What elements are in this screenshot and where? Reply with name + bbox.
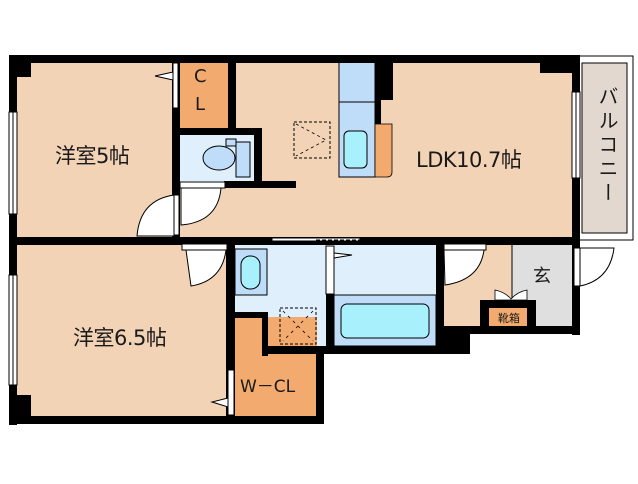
washer-space (279, 307, 317, 345)
shoe-box-label: 靴箱 (498, 312, 520, 325)
shoe-box-shape (489, 308, 527, 326)
western-room-1-label: 洋室5帖 (55, 144, 130, 168)
entrance-label: 玄 (533, 266, 551, 287)
balcony-floor (581, 62, 628, 234)
closet-label-c: C (194, 66, 207, 87)
kitchen-counter-top (338, 61, 376, 103)
fridge-space (293, 121, 331, 159)
western-room-2-label: 洋室6.5帖 (73, 326, 167, 350)
windows (8, 91, 581, 386)
balcony-label: バルコニー (595, 86, 619, 206)
shoe-box-doors (494, 289, 528, 301)
ldk-label: LDK10.7帖 (416, 148, 522, 172)
walk-in-closet-label: W－CL (240, 377, 296, 397)
ldk-floor (236, 62, 574, 237)
closet-label-l: L (195, 94, 206, 115)
toilet-bowl (202, 145, 236, 171)
walk-in-closet-floor (235, 317, 317, 419)
kitchen-side-counter (374, 123, 393, 178)
bathtub (340, 303, 430, 339)
kitchen-sink (343, 130, 368, 169)
washbasin (240, 255, 261, 290)
toilet-tank (235, 141, 251, 178)
closet-floor (180, 62, 228, 128)
